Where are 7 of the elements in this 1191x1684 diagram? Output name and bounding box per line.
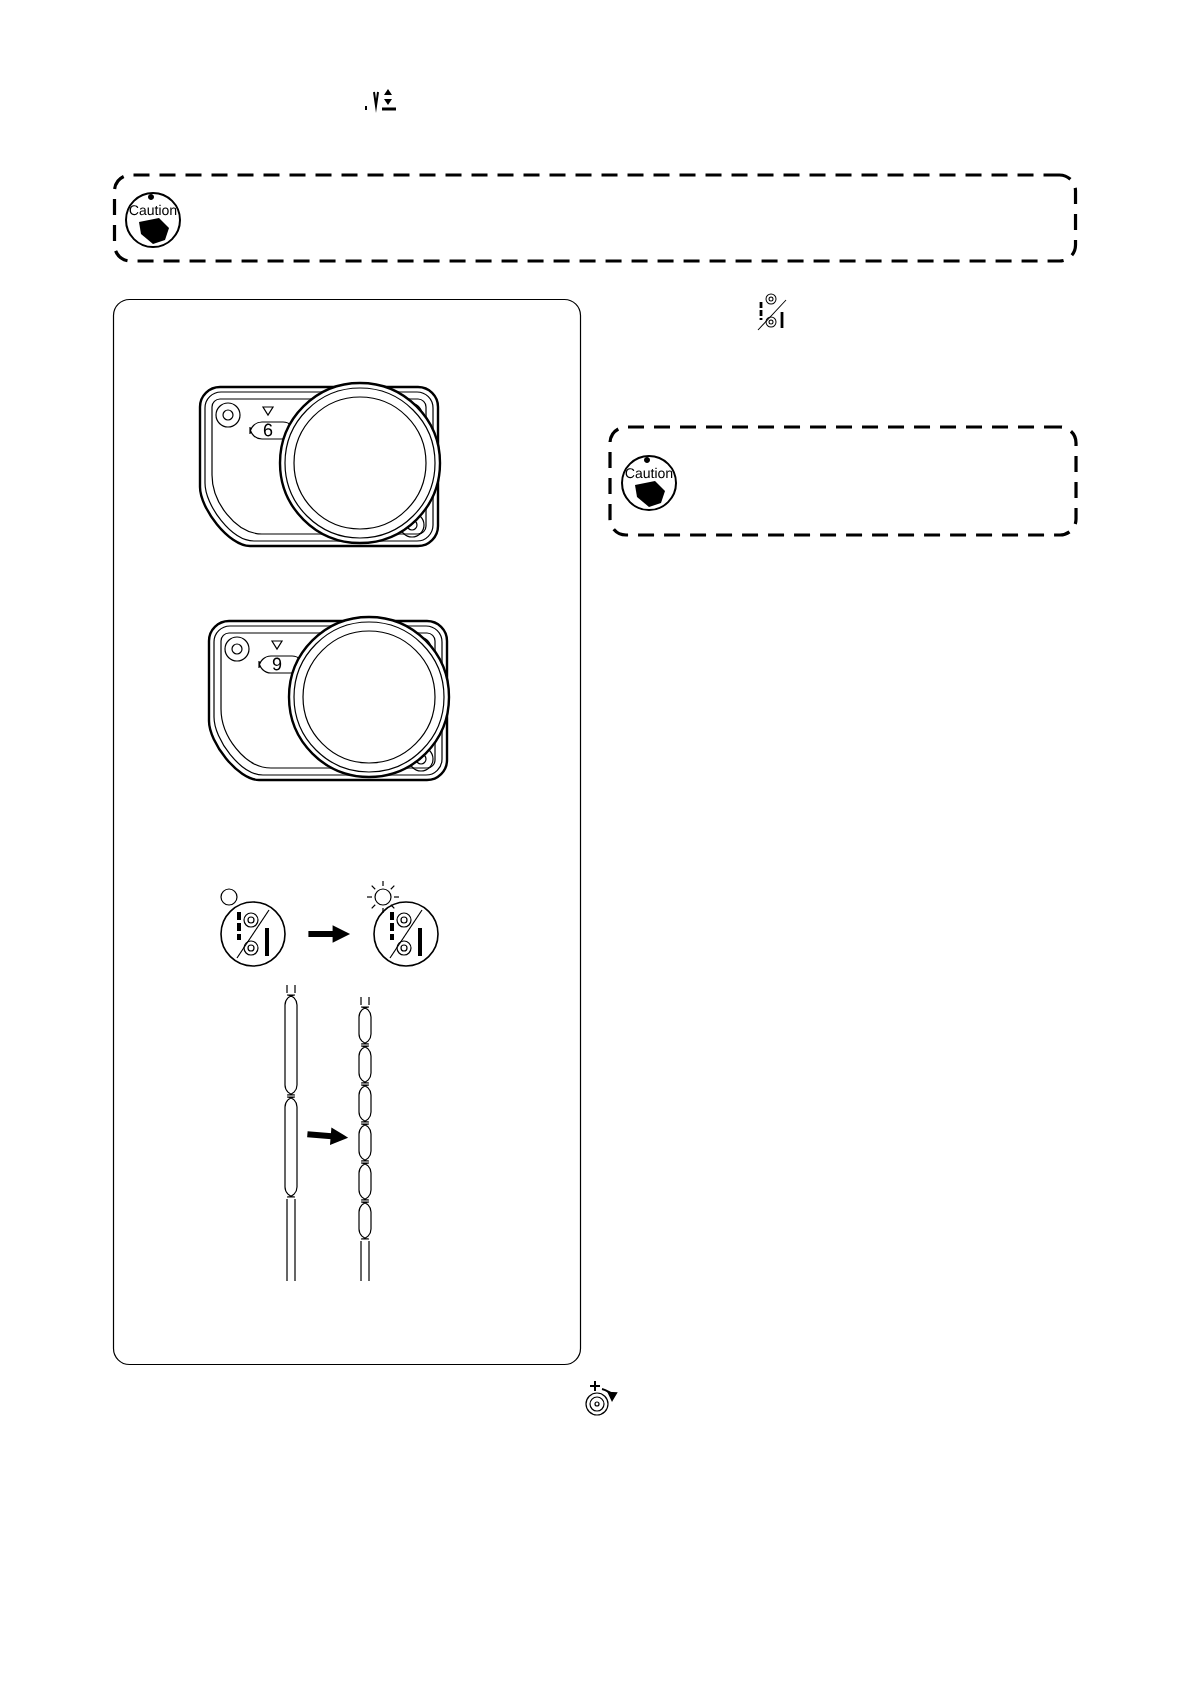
stitch-drawing [358, 996, 372, 1282]
switch-icon [366, 880, 439, 967]
figure-panel [112, 298, 582, 1366]
stitch-drawing [284, 984, 298, 1282]
switch-icon [220, 888, 286, 967]
dial-number: 9 [272, 657, 282, 671]
dial-number: 6 [263, 423, 273, 437]
